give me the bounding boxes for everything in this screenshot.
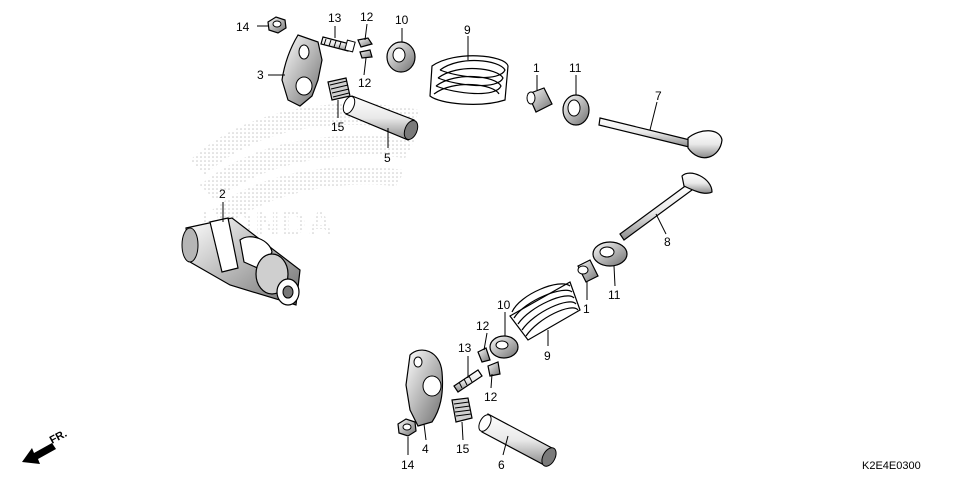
part-3-rocker-arm [281,34,323,107]
part-4-rocker-arm [405,349,444,427]
callout-10-bottom: 10 [497,298,511,312]
callout-1-top: 1 [533,61,540,75]
part-15-spring-bottom [451,397,473,423]
part-12-cotter-top-b [359,49,373,59]
front-label: FR. [48,428,69,447]
callout-12-top-b: 12 [358,76,372,90]
callout-12-bottom-a: 12 [476,319,490,333]
part-11-spring-seat-bottom [592,241,628,267]
callout-11-top: 11 [569,61,582,75]
part-1-stem-seal-bottom [577,259,599,283]
callout-12-top-a: 12 [360,10,374,24]
leader-lines [222,23,667,456]
part-12-cotter-bottom-a [477,347,491,363]
callout-15-top: 15 [331,120,345,134]
callout-1-bottom: 1 [583,302,590,316]
part-9-valve-spring-top [429,55,509,105]
callout-8: 8 [664,235,671,249]
callout-15-bottom: 15 [456,442,470,456]
callout-12-bottom-b: 12 [484,390,498,404]
part-15-spring-top [327,77,351,101]
part-1-stem-seal-top [526,87,553,113]
callout-14-top: 14 [236,20,250,34]
diagram-code: K2E4E0300 [862,460,921,472]
callout-2: 2 [219,187,226,201]
callout-13-bottom: 13 [458,341,472,355]
part-13-screw-top [320,36,356,53]
part-8-valve [619,172,713,241]
part-2-camshaft [181,217,301,306]
part-14-nut-top [267,16,287,34]
callout-9-bottom: 9 [544,349,551,363]
part-12-cotter-bottom-b [487,361,501,377]
callout-7: 7 [655,89,662,103]
front-arrow-icon [22,443,56,464]
part-14-nut-bottom [397,418,417,437]
part-7-valve [598,117,723,159]
part-9-valve-spring-bottom [509,281,581,341]
callouts: 14 13 12 10 9 3 12 1 11 7 15 5 2 8 11 10… [219,10,671,472]
front-direction-indicator: FR. [22,428,69,464]
callout-4: 4 [422,442,429,456]
callout-14-bottom: 14 [401,458,415,472]
callout-5: 5 [384,151,391,165]
callout-10-top: 10 [395,13,409,27]
callout-11-bottom: 11 [608,288,621,302]
part-13-screw-bottom [453,369,483,393]
part-5-rocker-shaft [342,95,419,141]
callout-9-top: 9 [464,23,471,37]
callout-13-top: 13 [328,11,342,25]
part-10-retainer-bottom [489,335,519,359]
callout-3: 3 [257,68,264,82]
part-11-spring-seat-top [562,94,590,126]
callout-6: 6 [498,458,505,472]
part-10-retainer-top [386,41,416,73]
part-6-rocker-shaft [478,413,557,467]
